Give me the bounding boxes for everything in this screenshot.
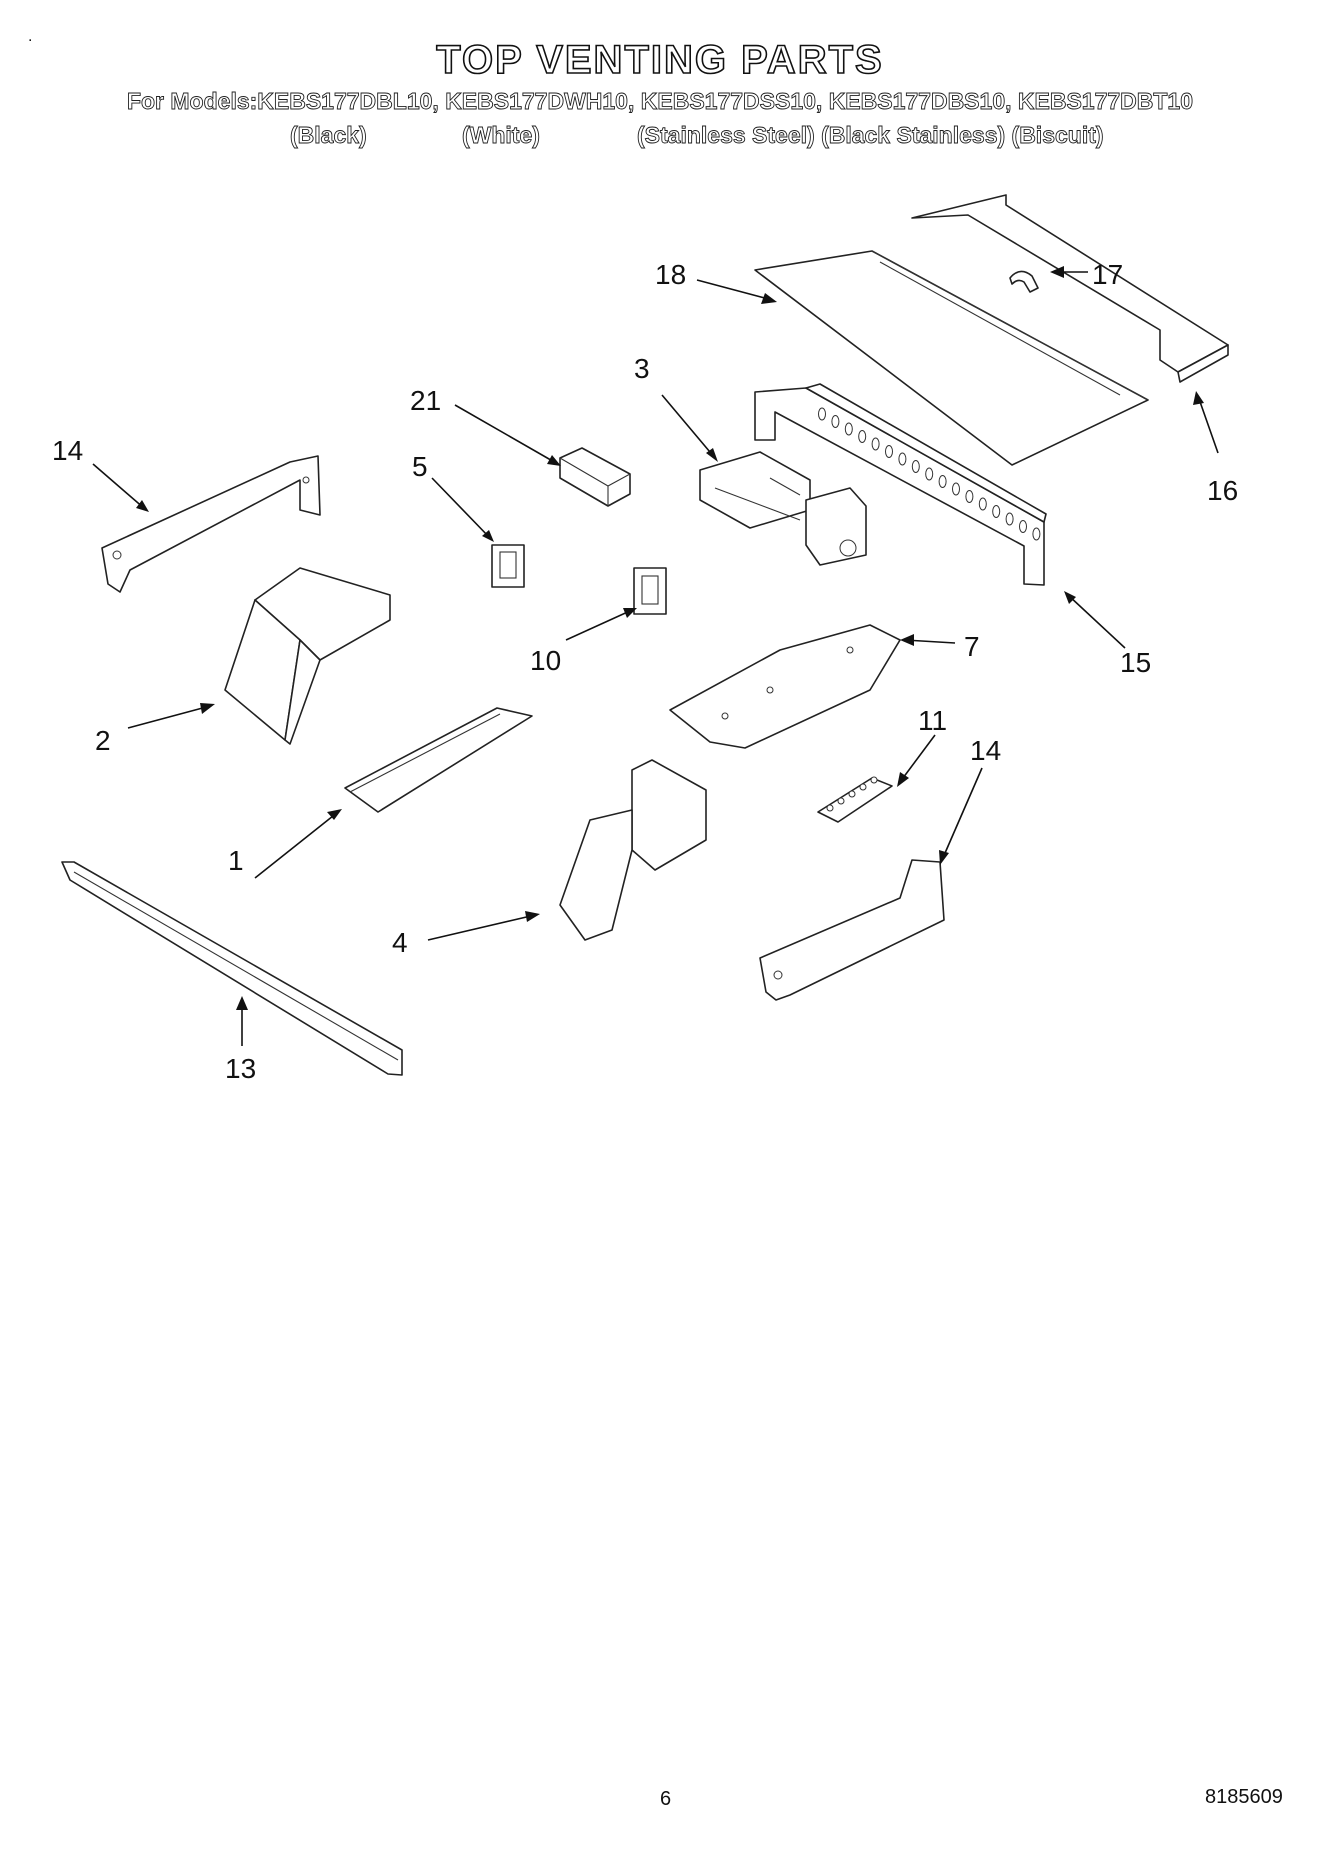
- rail-vent-hole: [898, 452, 907, 466]
- rail-vent-hole: [978, 497, 987, 511]
- terminal-screw: [826, 804, 834, 812]
- part-17-clip: [1009, 270, 1039, 293]
- callout-11: 11: [918, 705, 947, 736]
- callout-7: 7: [964, 631, 980, 662]
- rail-vent-hole: [992, 505, 1001, 518]
- part-15-perforated-rail: [754, 383, 1047, 586]
- part-18-vent-panel: [754, 250, 1149, 466]
- finish-label-white: (White): [462, 122, 541, 149]
- document-number: 8185609: [1205, 1786, 1283, 1808]
- part-4-heat-shield: [559, 759, 707, 941]
- part-7-plate: [669, 624, 901, 749]
- part-14-bracket-right: [759, 859, 945, 1001]
- rail-vent-hole: [1032, 527, 1041, 541]
- part-16-top-panel: [911, 194, 1229, 383]
- callout-14-lower: 14: [970, 735, 1001, 766]
- page-title: TOP VENTING PARTS: [435, 37, 884, 83]
- models-line: For Models:KEBS177DBL10, KEBS177DWH10, K…: [126, 88, 1194, 115]
- callout-16: 16: [1207, 475, 1238, 506]
- rail-vent-hole: [844, 422, 853, 436]
- rail-vent-hole: [911, 460, 920, 473]
- rail-vent-hole: [1019, 520, 1027, 533]
- part-5-switch: [491, 544, 525, 588]
- callout-4: 4: [392, 927, 408, 958]
- callout-21: 21: [410, 385, 441, 416]
- part-14-bracket-left: [101, 455, 321, 593]
- callout-3: 3: [634, 353, 650, 384]
- callout-2: 2: [95, 725, 111, 756]
- callout-labels: 18 17 3 21 14 5 16 10 7 15 2 11 14 1 4 1…: [52, 259, 1238, 1084]
- terminal-screw: [859, 783, 867, 791]
- callout-18: 18: [655, 259, 686, 290]
- rail-vent-hole: [938, 475, 947, 488]
- part-1-channel: [344, 707, 533, 813]
- part-2-vent-duct: [224, 567, 391, 745]
- finish-label-black: (Black): [290, 122, 368, 149]
- rail-vent-hole: [871, 437, 880, 451]
- rail-vent-hole: [1005, 512, 1014, 526]
- rail-vent-hole: [952, 482, 960, 496]
- rail-vent-hole: [818, 407, 826, 421]
- part-10-switch: [633, 567, 667, 615]
- terminal-screw: [848, 790, 856, 798]
- leader-arrowheads: [136, 266, 1204, 1010]
- callout-10: 10: [530, 645, 561, 676]
- callout-5: 5: [412, 451, 428, 482]
- part-13-front-rail: [61, 861, 403, 1076]
- callout-15: 15: [1120, 647, 1151, 678]
- rail-vent-hole: [831, 415, 840, 428]
- terminal-screw: [870, 776, 878, 784]
- rail-vent-hole: [925, 467, 934, 481]
- rail-vent-hole: [885, 445, 893, 458]
- callout-1: 1: [228, 845, 244, 876]
- callout-13: 13: [225, 1053, 256, 1084]
- callout-14-upper: 14: [52, 435, 83, 466]
- terminal-screw: [837, 797, 845, 805]
- rail-vent-hole: [858, 430, 867, 443]
- rail-vent-hole: [965, 490, 974, 503]
- part-3-control-assembly: [699, 451, 867, 566]
- finish-label-others: (Stainless Steel) (Black Stainless) (Bis…: [637, 122, 1104, 149]
- part-21-insulation-block: [559, 447, 631, 507]
- stray-mark: .: [28, 28, 33, 45]
- page-number: 6: [660, 1788, 672, 1810]
- callout-17: 17: [1092, 259, 1123, 290]
- part-11-terminal-block: [817, 776, 893, 823]
